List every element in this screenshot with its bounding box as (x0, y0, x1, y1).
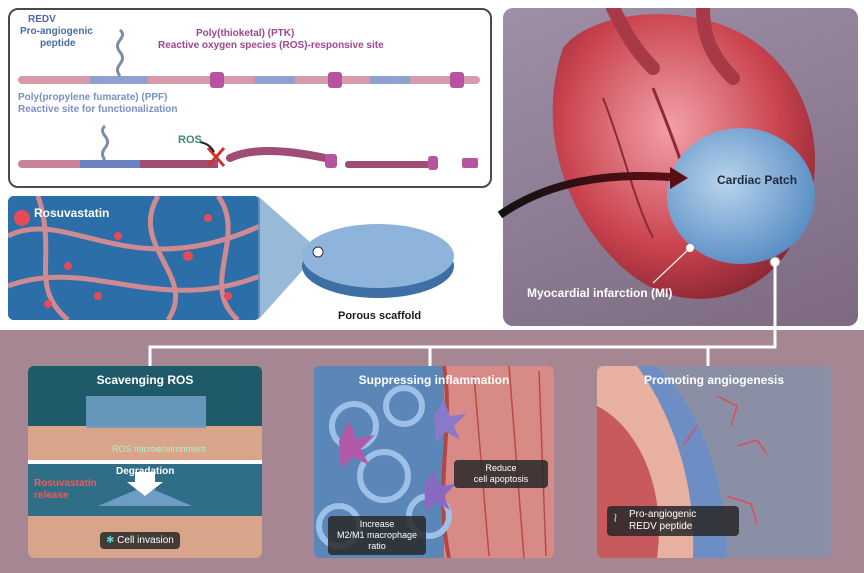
heart-vessel (606, 8, 740, 85)
ptk-site (210, 72, 224, 88)
macrophage-cell (424, 470, 456, 512)
cell-icon: ✱ (106, 535, 118, 546)
scavenging-title: Scavenging ROS (96, 373, 194, 387)
peptide-line1: Pro-angiogenic (629, 509, 697, 520)
mi-label: Myocardial infarction (MI) (527, 286, 673, 300)
cleaved-fragment (226, 147, 329, 162)
redv-title: REDV (28, 14, 56, 25)
branch-connectors (148, 263, 777, 367)
cell-invasion-tag: ✱ Cell invasion (100, 532, 180, 549)
increase-ratio-tag: Increase M2/M1 macrophage ratio (328, 516, 426, 555)
cell-invasion-label: Cell invasion (117, 535, 174, 546)
suppressing-inflammation-panel: Suppressing inflammation Reduce cell apo… (314, 366, 554, 558)
cleavage-cross-icon (206, 147, 226, 167)
polymer-schematic-panel: REDV Pro-angiogenic peptide Poly(thioket… (8, 8, 492, 188)
macrophage-cell (434, 400, 466, 442)
blood-vessel-branch (682, 395, 768, 525)
increase-line1: Increase (359, 519, 395, 529)
reduce-line1: Reduce (485, 463, 517, 473)
patch-arrow (497, 167, 688, 219)
ros-label: ROS (178, 134, 202, 146)
polymer-chain-drawing (18, 28, 480, 170)
ptk-site (325, 154, 337, 168)
degradation-arrow-icon (127, 472, 163, 496)
degradation-label: Degradation (116, 466, 175, 477)
ptk-title: Poly(thioketal) (PTK) (196, 28, 295, 39)
ppf-title: Poly(propylene fumarate) (PPF) (18, 92, 168, 103)
angiogenesis-title: Promoting angiogenesis (643, 373, 784, 387)
rosuvastatin-particle (14, 210, 30, 226)
increase-line2: M2/M1 macrophage (336, 530, 418, 540)
heart-illustration (552, 8, 816, 299)
scaffold-zoom-panel: Rosuvastatin (8, 196, 260, 320)
release-line1: Rosuvastatin (34, 478, 97, 489)
reduce-line2: cell apoptosis (473, 474, 529, 484)
ppf-subtitle: Reactive site for functionalization (18, 104, 178, 115)
redv-peptide-tag: ≀ Pro-angiogenic REDV peptide (607, 506, 739, 536)
ppf-segment (370, 76, 410, 84)
inflammation-title: Suppressing inflammation (358, 373, 510, 387)
promoting-angiogenesis-panel: Promoting angiogenesis ≀ Pro-angiogenic … (597, 366, 831, 558)
release-line2: release (34, 490, 69, 501)
zoom-point-dot (312, 246, 324, 258)
scavenging-illustration (28, 366, 262, 558)
reduce-apoptosis-tag: Reduce cell apoptosis (454, 460, 548, 488)
coronary-artery (602, 97, 654, 239)
porous-scaffold-label: Porous scaffold (338, 310, 422, 322)
redv-peptide-strand (116, 28, 124, 77)
rosuvastatin-label: Rosuvastatin (34, 206, 110, 220)
increase-line3: ratio (368, 541, 386, 551)
peptide-line2: REDV peptide (629, 521, 693, 532)
heart-panel: Cardiac Patch Myocardial infarction (MI) (503, 8, 858, 326)
ptk-site (450, 72, 464, 88)
cardiac-patch-label: Cardiac Patch (717, 173, 798, 187)
ptk-subtitle: Reactive oxygen species (ROS)-responsive… (158, 40, 384, 51)
ppf-segment (90, 76, 148, 84)
cleaved-fragment (462, 158, 478, 168)
arrow-head-icon (670, 167, 688, 189)
macrophage-cell (339, 421, 375, 469)
porous-scaffold-disc (302, 224, 454, 298)
redv-peptide-strand (101, 124, 109, 161)
ppf-segment (255, 76, 295, 84)
scavenging-ros-panel: Scavenging ROS ROS microenvironment Degr… (28, 366, 262, 558)
ros-environment-text: ROS microenvironment (112, 444, 206, 454)
arrow-shaft (497, 172, 671, 219)
redv-line1: Pro-angiogenic (20, 26, 93, 37)
cleaved-fragment (345, 161, 435, 168)
ppf-segment (80, 160, 140, 168)
ptk-site (328, 72, 342, 88)
peptide-squiggle-icon: ≀ (613, 510, 618, 525)
fiber-network-drawing (8, 196, 260, 320)
redv-line2: peptide (40, 38, 76, 49)
cardiac-patch (667, 128, 815, 264)
zoom-callout (258, 196, 320, 320)
polymer-chain-top (18, 76, 480, 84)
mi-pointer-line (652, 247, 691, 284)
ros-arrow-icon (199, 141, 215, 153)
ptk-site (428, 156, 438, 170)
ptk-segment (140, 160, 218, 168)
